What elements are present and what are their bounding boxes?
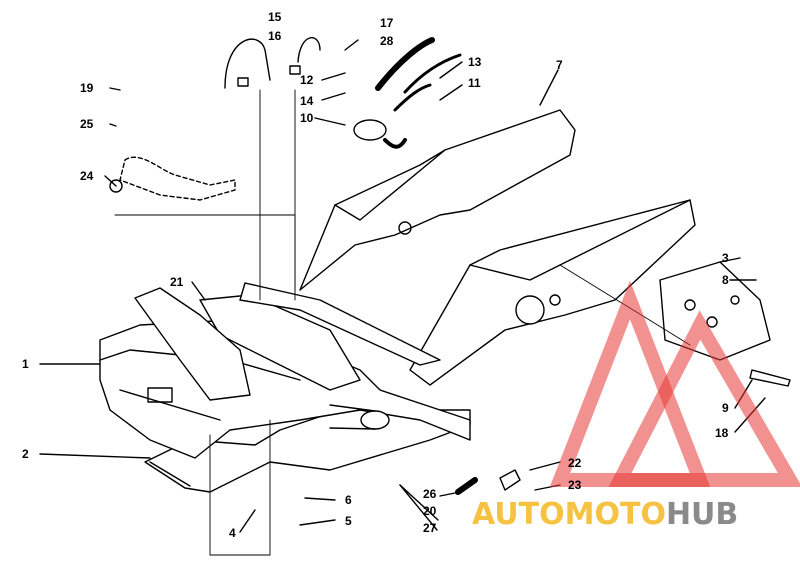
callout-24: 24: [80, 169, 94, 183]
watermark-part-auto: AUTO: [472, 497, 565, 532]
callout-22: 22: [568, 456, 582, 470]
callout-8: 8: [722, 273, 729, 287]
callout-23: 23: [568, 478, 582, 492]
callout-17: 17: [380, 16, 394, 30]
watermark-triangle-right: [608, 310, 800, 487]
callout-2: 2: [22, 447, 29, 461]
callout-15: 15: [268, 10, 282, 24]
callout-14: 14: [300, 94, 314, 108]
callout-5: 5: [345, 514, 352, 528]
callout-13: 13: [468, 55, 482, 69]
callout-16: 16: [268, 29, 282, 43]
callout-labels: 1 2 3 4 5 6 7 8 9 10 11 12 13 14 15 16 1…: [22, 10, 729, 540]
callout-20: 20: [423, 504, 437, 518]
callout-12: 12: [300, 73, 314, 87]
watermark-part-hub: HUB: [666, 497, 738, 532]
callout-10: 10: [300, 111, 314, 125]
callout-4: 4: [229, 526, 236, 540]
callout-7: 7: [556, 58, 563, 72]
callout-21: 21: [170, 275, 184, 289]
callout-3: 3: [722, 251, 729, 265]
callout-1: 1: [22, 357, 29, 371]
watermark-text: AUTOMOTOHUB: [472, 497, 738, 532]
callout-28: 28: [380, 34, 394, 48]
callout-18: 18: [715, 426, 729, 440]
frame-drawing: [39, 37, 791, 556]
watermark-logo: AUTOMOTOHUB: [472, 280, 800, 532]
callout-9: 9: [722, 401, 729, 415]
callout-6: 6: [345, 493, 352, 507]
callout-27: 27: [423, 521, 437, 535]
callout-26: 26: [423, 487, 437, 501]
callout-25: 25: [80, 117, 94, 131]
callout-19: 19: [80, 81, 94, 95]
callout-11: 11: [468, 76, 481, 90]
watermark-part-moto: MOTO: [565, 497, 666, 532]
